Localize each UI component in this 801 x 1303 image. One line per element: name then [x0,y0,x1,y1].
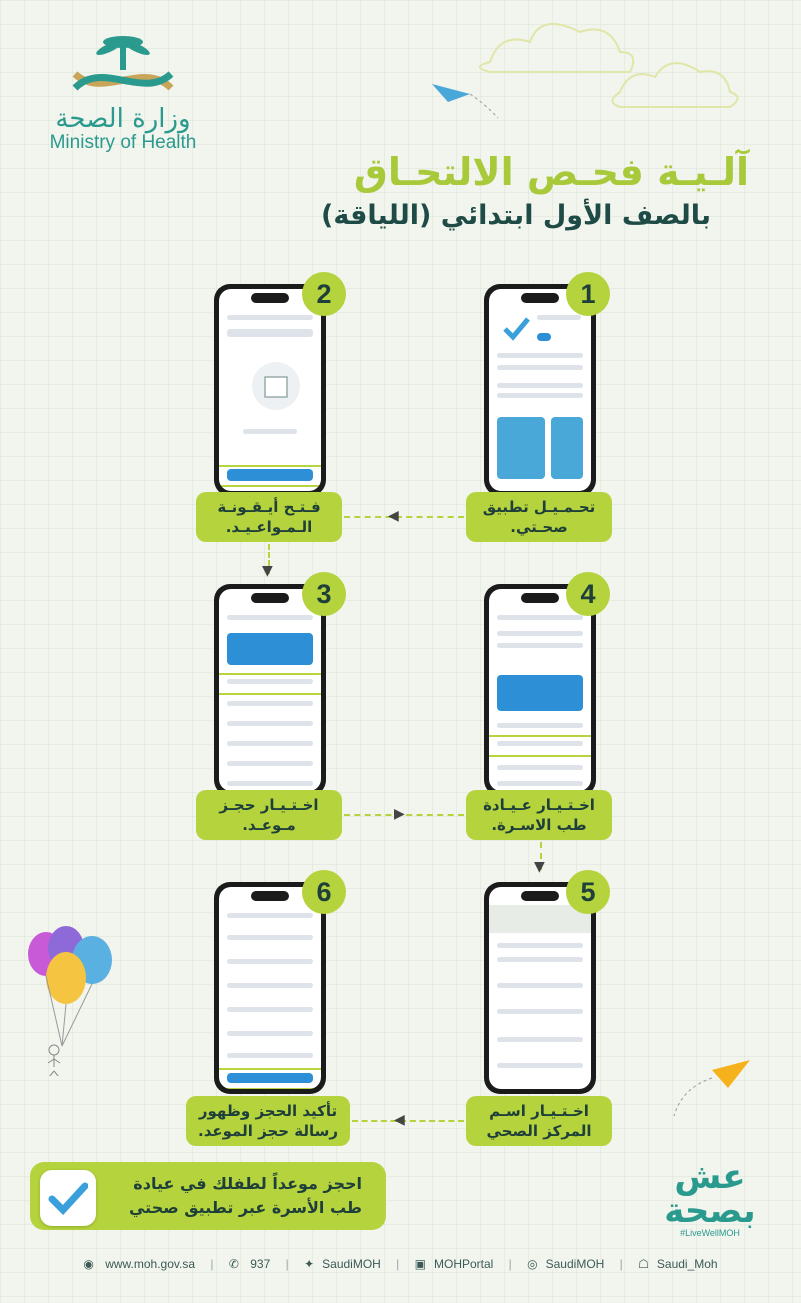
step-caption-4: اخـتـيـار عـيـادة طب الاسـرة. [466,790,612,840]
flow-line-1-2 [344,516,464,518]
step-caption-4-line1: اخـتـيـار عـيـادة [483,796,595,814]
portal-link[interactable]: ▣MOHPortal [414,1257,494,1271]
step-caption-4-line2: طب الاسـرة. [491,816,587,834]
footer-contacts: ◉ www.moh.gov.sa | ✆ 937 | ✦SaudiMOH | ▣… [0,1257,801,1271]
step-caption-1-line2: صحـتي. [510,518,568,536]
cloud-decoration-icon [479,23,739,108]
snapchat-link[interactable]: ☖Saudi_Moh [638,1257,718,1271]
moh-logo: وزارة الصحة Ministry of Health [38,30,208,154]
arrow-right-icon: ▶ [394,806,405,822]
phone-step-3 [214,584,326,796]
arrow-down-icon: ▼ [534,859,545,875]
portal-icon: ▣ [414,1257,426,1271]
paper-plane-icon [432,84,499,119]
live-well-arabic: عش بصحة [664,1157,756,1231]
step-number-1: 1 [566,272,610,316]
step-caption-3-line2: مـوعـد. [242,816,296,834]
arrow-left-icon: ◀ [388,508,399,524]
phone-step-2 [214,284,326,496]
twitter-icon: ✦ [304,1257,315,1271]
step-caption-2: فـتـح أيـقـونـة الـمـواعـيـد. [196,492,342,542]
step-caption-5-line2: المركز الصحي [486,1122,592,1140]
arrow-left-icon: ◀ [394,1112,405,1128]
phone-link[interactable]: ✆ 937 [228,1257,271,1271]
phone-screen-appointments [219,289,321,491]
live-well-logo: عش بصحة #LiveWellMOH [655,1160,765,1238]
step-number-5: 5 [566,870,610,914]
page-subtitle: بالصف الأول ابتدائي (اللياقة) [321,200,711,231]
phone-screen-app-store [489,289,591,491]
balloons-icon [28,926,112,1076]
step-number-6: 6 [302,870,346,914]
step-caption-5-line1: اخـتـيـار اسـم [489,1102,589,1120]
step-number-4: 4 [566,572,610,616]
step-caption-6-line2: رسالة حجز الموعد. [198,1122,338,1140]
snapchat-icon: ☖ [638,1257,649,1271]
phone-step-5 [484,882,596,1094]
phone-screen-health-centers [489,887,591,1089]
phone-step-6 [214,882,326,1094]
paper-plane-icon [673,1060,750,1117]
step-number-3: 3 [302,572,346,616]
phone-screen-services [489,589,591,791]
phone-screen-book-appointment [219,589,321,791]
step-caption-6-line1: تأكيد الحجز وظهور [198,1102,338,1120]
flow-line-2-3 [268,544,270,574]
step-caption-2-line1: فـتـح أيـقـونـة [217,498,321,516]
phone-step-4 [484,584,596,796]
flow-line-3-4 [344,814,464,816]
step-caption-5: اخـتـيـار اسـم المركز الصحي [466,1096,612,1146]
live-well-hashtag: #LiveWellMOH [680,1228,740,1238]
step-caption-3: اخـتـيـار حجـز مـوعـد. [196,790,342,840]
twitter-link[interactable]: ✦SaudiMOH [304,1257,381,1271]
step-number-2: 2 [302,272,346,316]
sehhaty-app-icon [40,1170,96,1226]
phone-step-1 [484,284,596,496]
phone-screen-confirm [219,887,321,1089]
logo-english-text: Ministry of Health [49,132,197,153]
step-caption-1-line1: تحـمـيـل تطبيق [482,498,596,516]
step-caption-6: تأكيد الحجز وظهور رسالة حجز الموعد. [186,1096,350,1146]
palm-swords-icon [72,36,174,91]
globe-icon: ◉ [83,1257,94,1271]
banner-line1: احجز موعداً لطفلك في عيادة [133,1174,362,1193]
flow-line-5-6 [352,1120,464,1122]
instagram-link[interactable]: ◎SaudiMOH [527,1257,605,1271]
page-title: آلـيـة فحـص الالتحـاق [353,150,749,194]
checkmark-icon [503,317,530,341]
logo-arabic-text: وزارة الصحة [55,104,191,134]
step-caption-3-line1: اخـتـيـار حجـز [219,796,319,814]
checkmark-icon [48,1182,88,1215]
banner-line2: طب الأسرة عبر تطبيق صحتي [128,1198,362,1217]
instagram-icon: ◎ [527,1257,538,1271]
step-caption-2-line2: الـمـواعـيـد. [225,518,313,536]
calendar-icon [252,362,300,410]
step-caption-1: تحـمـيـل تطبيق صحـتي. [466,492,612,542]
flow-line-4-5 [540,842,542,870]
website-link[interactable]: ◉ www.moh.gov.sa [83,1257,196,1271]
arrow-down-icon: ▼ [262,563,273,579]
phone-icon: ✆ [228,1257,239,1271]
